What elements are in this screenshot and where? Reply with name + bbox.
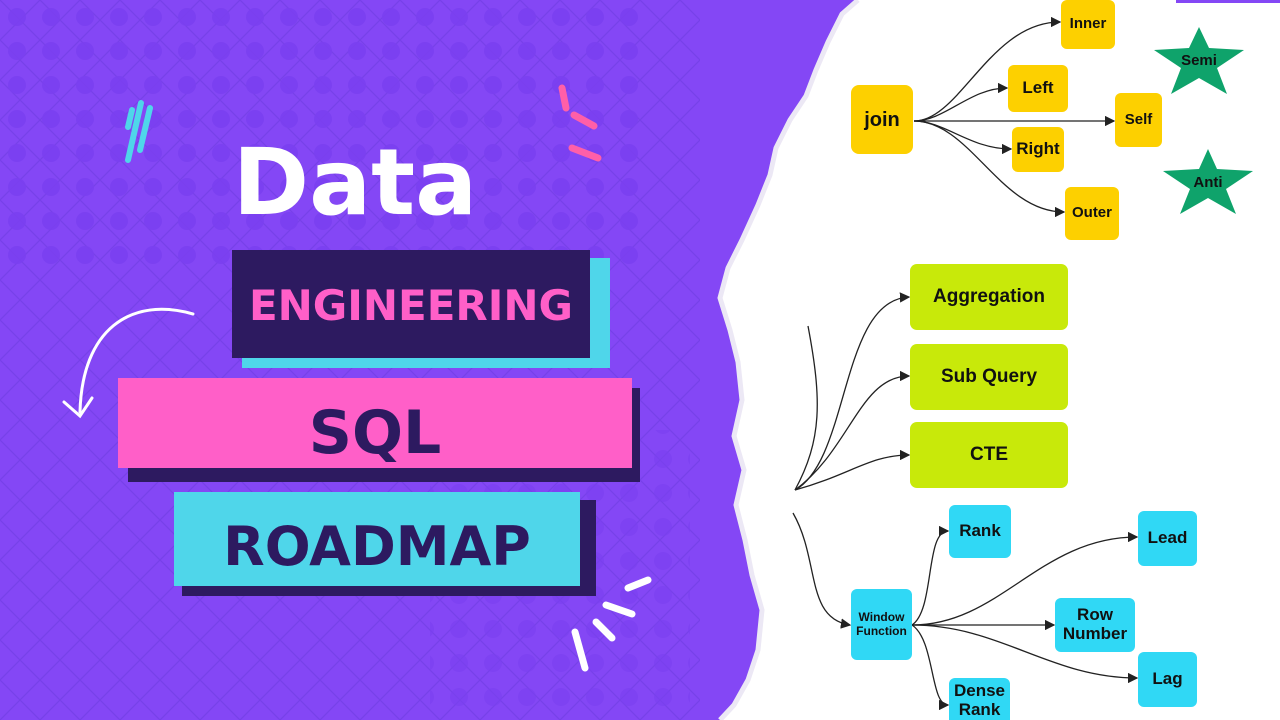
join-inner-edge — [913, 16, 1062, 122]
node-self: Self — [1115, 93, 1162, 147]
headline-sql: SQL — [308, 398, 442, 468]
headline-data: Data — [232, 129, 478, 236]
query-trunk — [794, 325, 818, 491]
node-inner: Inner — [1061, 0, 1115, 49]
window-lag-edge — [911, 624, 1139, 684]
engineering-banner — [232, 250, 590, 358]
headline-roadmap: ROADMAP — [223, 515, 531, 578]
node-left: Left — [1008, 65, 1068, 112]
window-rank-edge — [911, 525, 950, 626]
node-join: join — [851, 85, 913, 154]
star-anti-label: Anti — [1193, 174, 1223, 191]
cyan-dash-marks — [125, 100, 153, 163]
curved-arrow-icon — [62, 307, 195, 419]
node-rank: Rank — [949, 505, 1011, 558]
node-cte: CTE — [910, 422, 1068, 488]
node-outer: Outer — [1065, 187, 1119, 240]
window-lead-edge — [911, 531, 1139, 626]
join-left-edge — [913, 82, 1009, 122]
window-denserank-edge — [911, 624, 950, 711]
node-aggregation: Aggregation — [910, 264, 1068, 330]
query-cte-edge — [794, 449, 911, 491]
pink-dash-marks — [558, 84, 602, 162]
node-row-number: Row Number — [1055, 598, 1135, 652]
star-semi-label: Semi — [1181, 52, 1217, 69]
headline-engineering: ENGINEERING — [248, 281, 574, 330]
window-trunk-edge — [792, 512, 852, 629]
node-dense-rank: Dense Rank — [949, 678, 1010, 720]
node-window-function: Window Function — [851, 589, 912, 660]
white-dash-marks — [571, 576, 652, 672]
roadmap-banner — [174, 492, 580, 586]
node-subquery: Sub Query — [910, 344, 1068, 410]
node-lag: Lag — [1138, 652, 1197, 707]
join-outer-edge — [913, 120, 1066, 218]
star-anti — [1163, 149, 1253, 214]
star-semi — [1154, 27, 1244, 94]
query-subquery-edge — [794, 370, 911, 491]
node-lead: Lead — [1138, 511, 1197, 566]
sql-banner — [118, 378, 632, 468]
node-right: Right — [1012, 127, 1064, 172]
query-aggregation-edge — [794, 292, 911, 491]
